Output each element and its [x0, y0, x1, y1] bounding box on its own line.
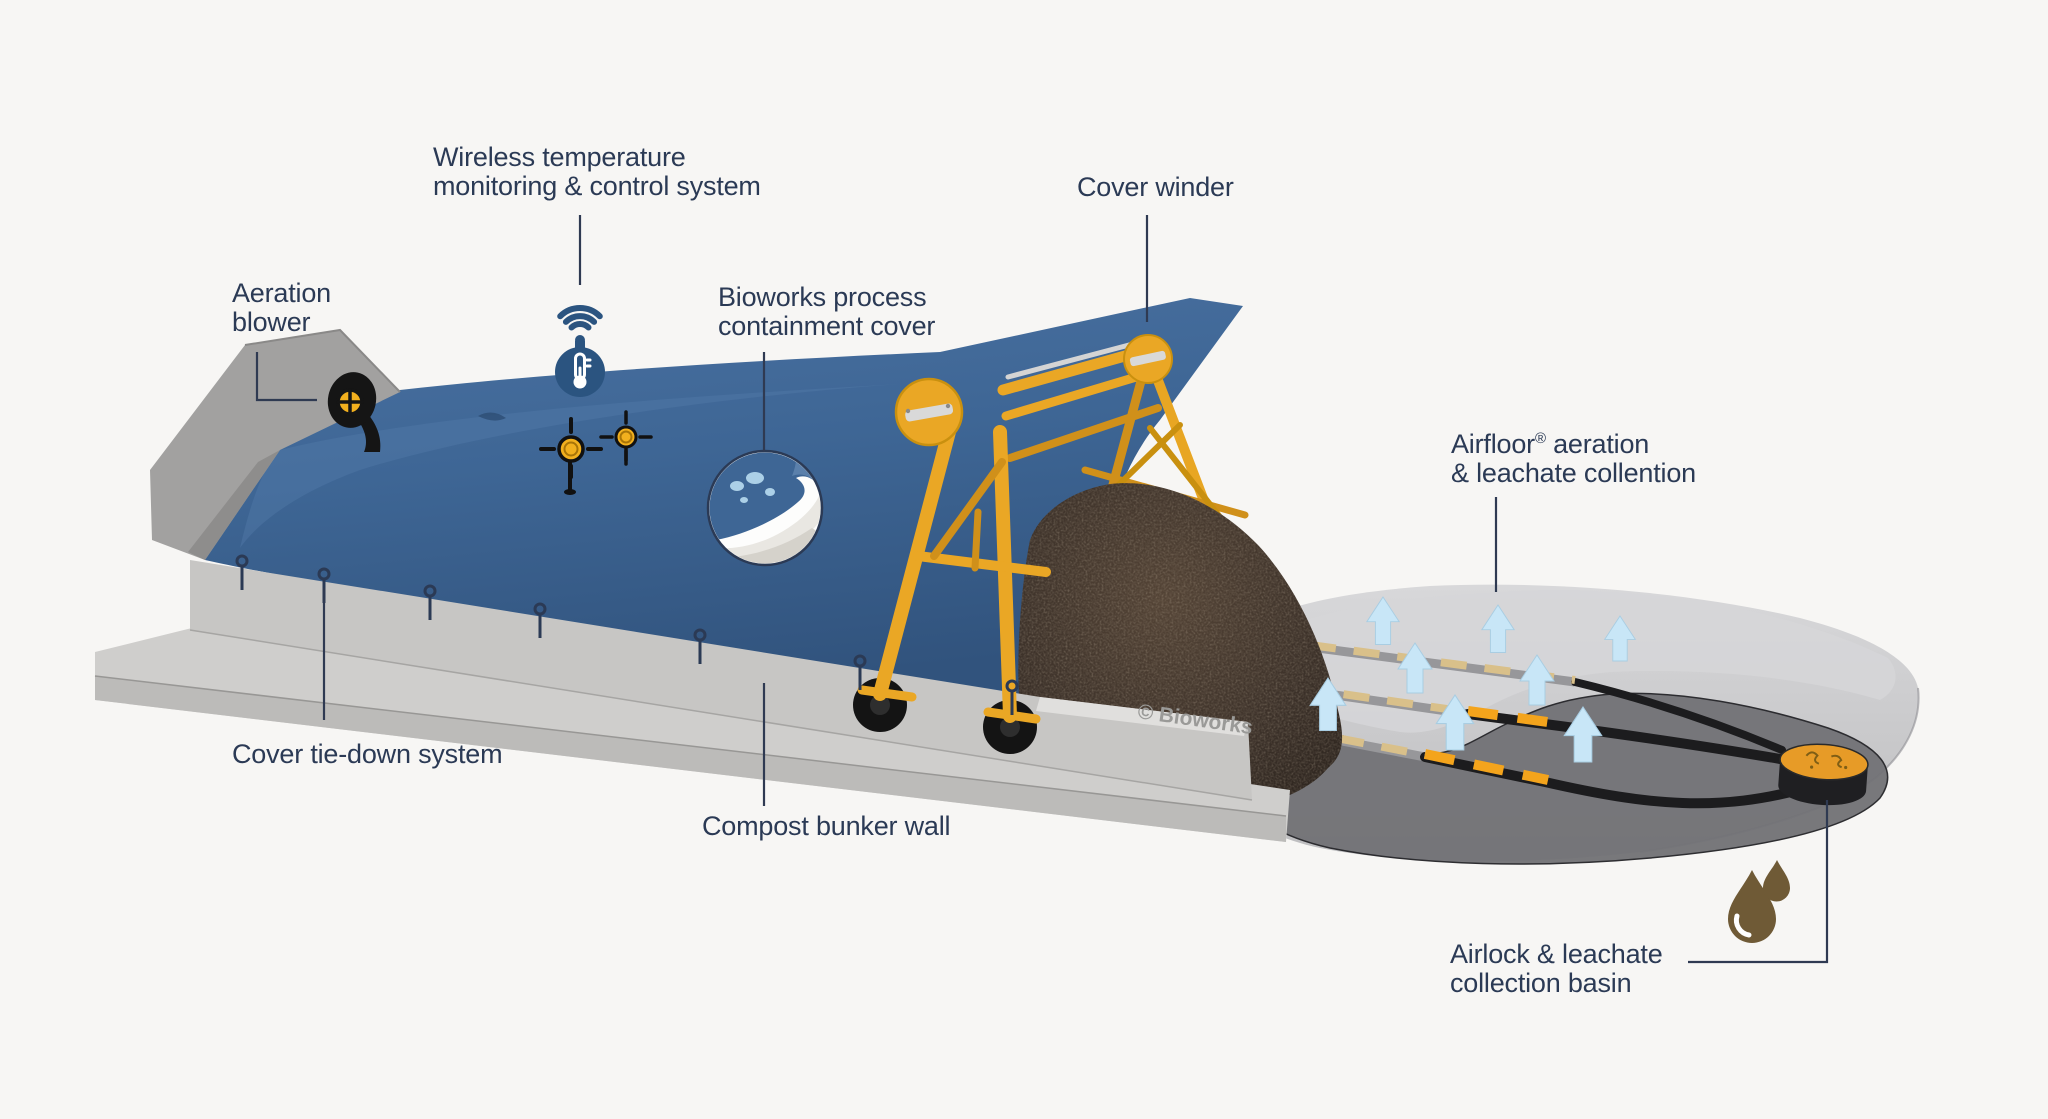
up-arrow-icon — [1480, 604, 1516, 653]
label-airfloor: Airfloor® aeration & leachate collention — [1451, 430, 1696, 488]
leachate-collection-area — [1229, 692, 1889, 865]
label-line: & leachate collention — [1451, 458, 1696, 488]
label-line: Airfloor® aeration — [1451, 429, 1650, 459]
airlock-device — [1778, 743, 1869, 806]
tie-down-pins — [235, 554, 1019, 715]
label-bunker-wall: Compost bunker wall — [702, 811, 951, 841]
label-containment-cover: Bioworks process containment cover — [718, 283, 935, 341]
label-line: Bioworks process — [718, 282, 927, 312]
temperature-sensor-cross-icon — [599, 410, 653, 466]
label-aeration-blower: Aeration blower — [232, 279, 331, 337]
label-line: Cover winder — [1077, 172, 1234, 202]
up-arrow-icon — [1603, 615, 1637, 662]
label-cover-winder: Cover winder — [1077, 173, 1234, 202]
up-arrow-icon — [1309, 677, 1347, 732]
registered-mark: ® — [1534, 430, 1546, 447]
label-wireless-temperature: Wireless temperature monitoring & contro… — [433, 143, 761, 201]
connector-aeration-blower — [255, 352, 317, 402]
label-line: Airlock & leachate — [1450, 939, 1663, 969]
up-arrow-icon — [1435, 693, 1475, 751]
wifi-thermometer-icon — [555, 305, 605, 397]
label-line: Wireless temperature — [433, 142, 686, 172]
up-arrow-icon — [1397, 642, 1433, 694]
label-line: Cover tie-down system — [232, 739, 503, 769]
label-tie-down: Cover tie-down system — [232, 739, 503, 769]
temperature-sensor-cross-icon — [539, 417, 603, 495]
water-droplets-icon — [1728, 860, 1790, 943]
blower-fan-icon — [327, 372, 381, 452]
label-line: Aeration — [232, 278, 331, 308]
magnifier-circle — [706, 449, 824, 567]
label-connectors — [255, 215, 1829, 964]
up-arrow-icon — [1519, 654, 1555, 706]
cover-winder-front-frame — [853, 377, 1051, 754]
label-airlock-basin: Airlock & leachate collection basin — [1450, 940, 1663, 998]
up-arrow-icon — [1563, 705, 1603, 763]
label-line: containment cover — [718, 311, 936, 341]
label-line: Compost bunker wall — [702, 811, 951, 841]
label-line: collection basin — [1450, 968, 1632, 998]
label-line: blower — [232, 307, 311, 337]
bunker-base-slab — [94, 626, 1290, 842]
label-line: monitoring & control system — [433, 171, 761, 201]
aeration-arrows — [1309, 596, 1637, 763]
up-arrow-icon — [1365, 596, 1401, 645]
connector-airlock — [1688, 800, 1829, 964]
